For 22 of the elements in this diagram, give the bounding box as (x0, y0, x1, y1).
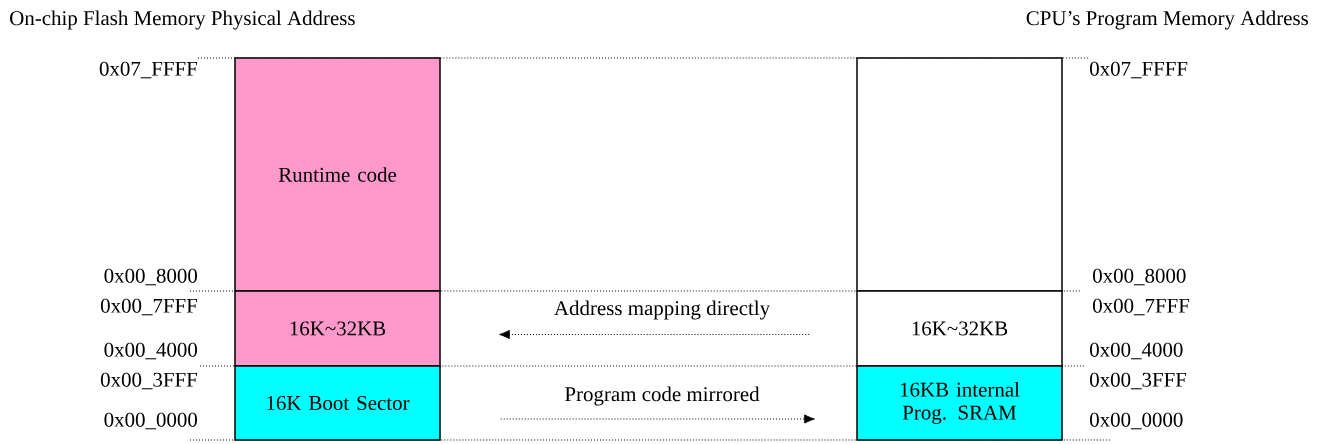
edge-label: Program code mirrored (563, 385, 761, 407)
address-label: 0x07_FFFF (99, 61, 198, 79)
address-label: 0x00_8000 (1093, 268, 1186, 286)
address-label: 0x00_4000 (1090, 342, 1183, 360)
heading: On-chip Flash Memory Physical Address (10, 10, 355, 30)
memory-block: 16K~32KB (234, 290, 441, 367)
address-label: 0x00_0000 (104, 412, 198, 430)
address-label: 0x07_FFFF (1090, 61, 1188, 79)
memory-block: 16K Boot Sector (234, 365, 441, 441)
address-label: 0x00_8000 (104, 268, 198, 286)
memory-block: 16KB internal Prog. SRAM (856, 365, 1063, 441)
address-label: 0x00_3FFF (1090, 372, 1187, 390)
arrow (499, 329, 810, 340)
memory-block: 16K~32KB (856, 290, 1063, 367)
address-label: 0x00_7FFF (1093, 298, 1190, 316)
arrow (500, 414, 815, 424)
edge-label: Address mapping directly (552, 299, 772, 321)
address-label: 0x00_3FFF (100, 372, 198, 390)
address-label: 0x00_0000 (1090, 412, 1183, 430)
address-label: 0x00_4000 (104, 342, 198, 360)
address-label: 0x00_7FFF (100, 298, 198, 316)
heading: CPU’s Program Memory Address (1026, 10, 1308, 30)
